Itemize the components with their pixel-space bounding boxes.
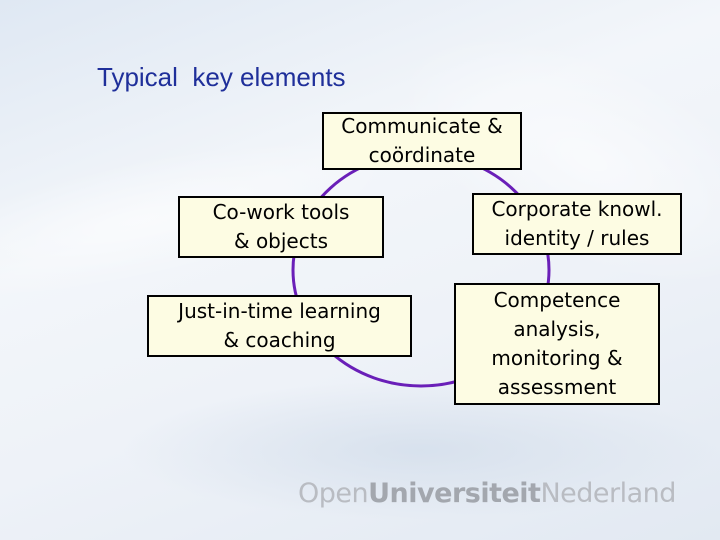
open-universiteit-logo: OpenUniversiteitNederland — [298, 478, 676, 509]
node-just-in-time-learning: Just-in-time learning & coaching — [147, 295, 412, 357]
node-communicate-coordinate: Communicate & coördinate — [322, 112, 522, 170]
node-competence-analysis: Competence analysis, monitoring & assess… — [454, 283, 660, 405]
node-label: Just-in-time learning & coaching — [178, 299, 381, 352]
node-label: Co-work tools & objects — [212, 200, 350, 253]
node-label: Competence analysis, monitoring & assess… — [491, 288, 623, 399]
node-label: Communicate & coördinate — [341, 114, 503, 167]
node-cowork-tools: Co-work tools & objects — [178, 196, 384, 258]
slide-title: Typical key elements — [97, 62, 346, 92]
node-label: Corporate knowl. identity / rules — [491, 197, 663, 250]
node-corporate-knowledge: Corporate knowl. identity / rules — [472, 193, 682, 255]
